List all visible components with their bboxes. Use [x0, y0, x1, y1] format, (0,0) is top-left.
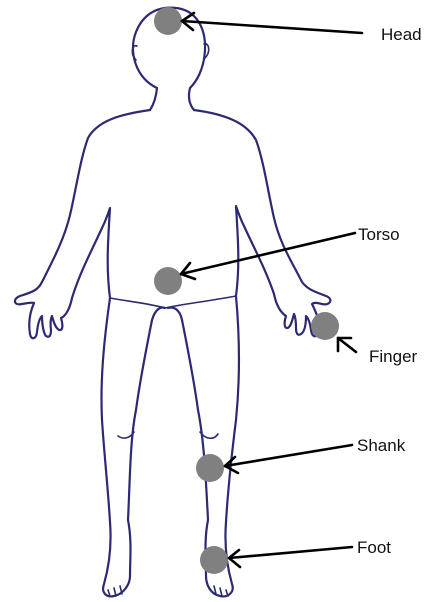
label-foot: Foot — [357, 538, 391, 557]
head-arrow — [182, 13, 362, 33]
neck-left-outline — [150, 88, 157, 110]
finger-arrow — [338, 338, 356, 352]
label-torso: Torso — [358, 225, 400, 244]
right-foot-toes — [214, 586, 228, 596]
foot-arrow — [229, 547, 352, 567]
sensor-labels: Head Torso Finger Shank Foot — [357, 25, 422, 557]
shank-arrow — [225, 445, 352, 473]
label-head: Head — [381, 25, 422, 44]
left-side-outline — [15, 110, 165, 596]
sensor-foot — [200, 546, 228, 574]
sensor-shank — [196, 454, 224, 482]
sensor-finger — [311, 312, 339, 340]
hip-line — [110, 296, 236, 308]
label-shank: Shank — [357, 436, 406, 455]
right-side-outline — [168, 110, 330, 596]
sensor-torso — [154, 267, 182, 295]
torso-arrow — [181, 233, 355, 279]
human-body-outline — [15, 8, 330, 597]
sensor-head — [154, 7, 182, 35]
label-finger: Finger — [369, 347, 418, 366]
